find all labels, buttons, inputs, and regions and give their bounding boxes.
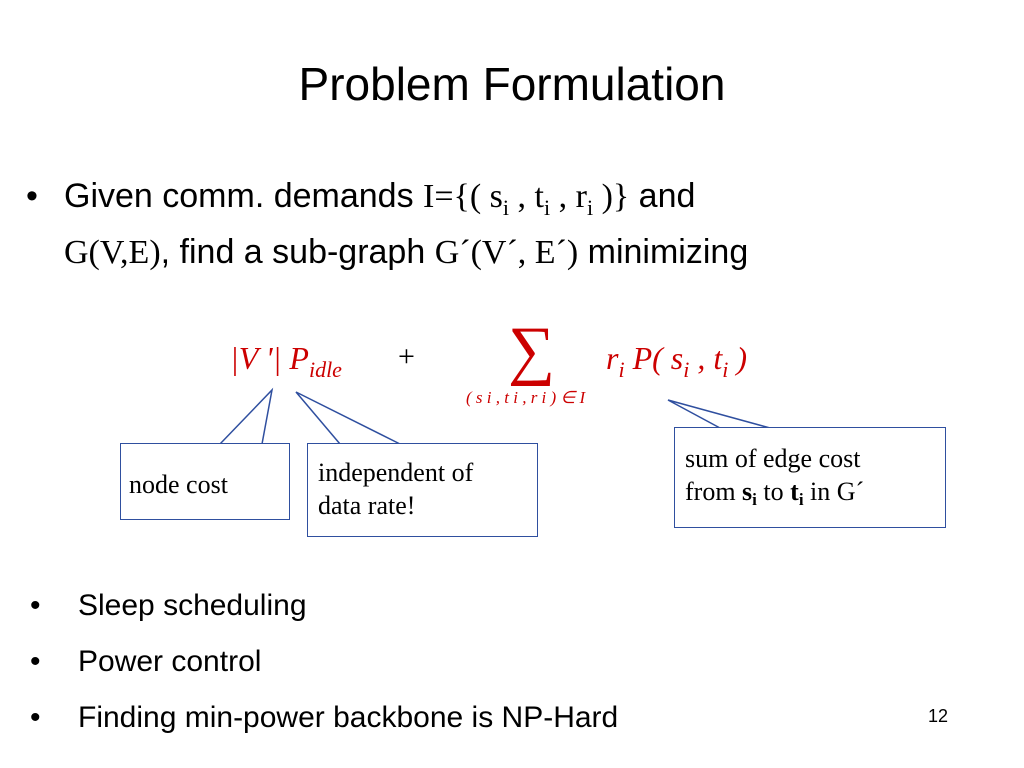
graph-formula: G(V,E) [64,234,161,271]
bullet-dot: • [30,589,41,622]
node-cost-pointer [218,387,274,445]
main-bullet-line-2: G(V,E), find a sub-graph G´(V´, E´) mini… [64,230,748,275]
independent-callout: independent of data rate! [307,443,538,537]
node-cost-label: node cost [129,470,228,499]
edge-cost-label-line-1: sum of edge cost [685,444,861,473]
bullet-np-hard: Finding min-power backbone is NP-Hard [78,701,619,734]
main-bullet-text-and: and [629,177,696,215]
bullet-dot: • [26,177,38,215]
main-bullet-text-mid: , find a sub-graph [160,233,435,271]
independent-label-line-1: independent of [318,458,474,487]
edge-term-formula: ri P( si , ti ) [606,340,748,382]
main-bullet-text-end: minimizing [578,233,749,271]
bullet-power-control: Power control [78,645,262,678]
subgraph-formula: G´(V´, E´) [434,234,579,271]
page-number: 12 [928,706,949,726]
bullet-dot: • [30,645,41,678]
bullet-sleep-scheduling: Sleep scheduling [78,589,307,622]
summation-sign: ∑ [508,314,556,387]
bullet-dot: • [30,701,41,734]
node-term-formula: |V '| Pidle [230,340,342,382]
main-bullet-line-1: Given comm. demands I={( si , ti , ri )}… [64,174,695,230]
independent-pointer [295,391,401,445]
slide-title: Problem Formulation [298,58,726,110]
demand-set-formula: I={( si , ti , ri )} [423,178,630,220]
plus-sign: + [398,340,415,373]
summation-index: ( s i , t i , r i ) ∈ I [466,388,586,407]
edge-cost-pointer [667,399,771,429]
edge-cost-callout: sum of edge cost from si to ti in G´ [674,427,946,528]
independent-label-line-2: data rate! [318,491,416,520]
edge-cost-label-line-2: from si to ti in G´ [685,477,865,509]
node-cost-callout: node cost [120,443,290,520]
main-bullet-text: Given comm. demands [64,177,424,215]
